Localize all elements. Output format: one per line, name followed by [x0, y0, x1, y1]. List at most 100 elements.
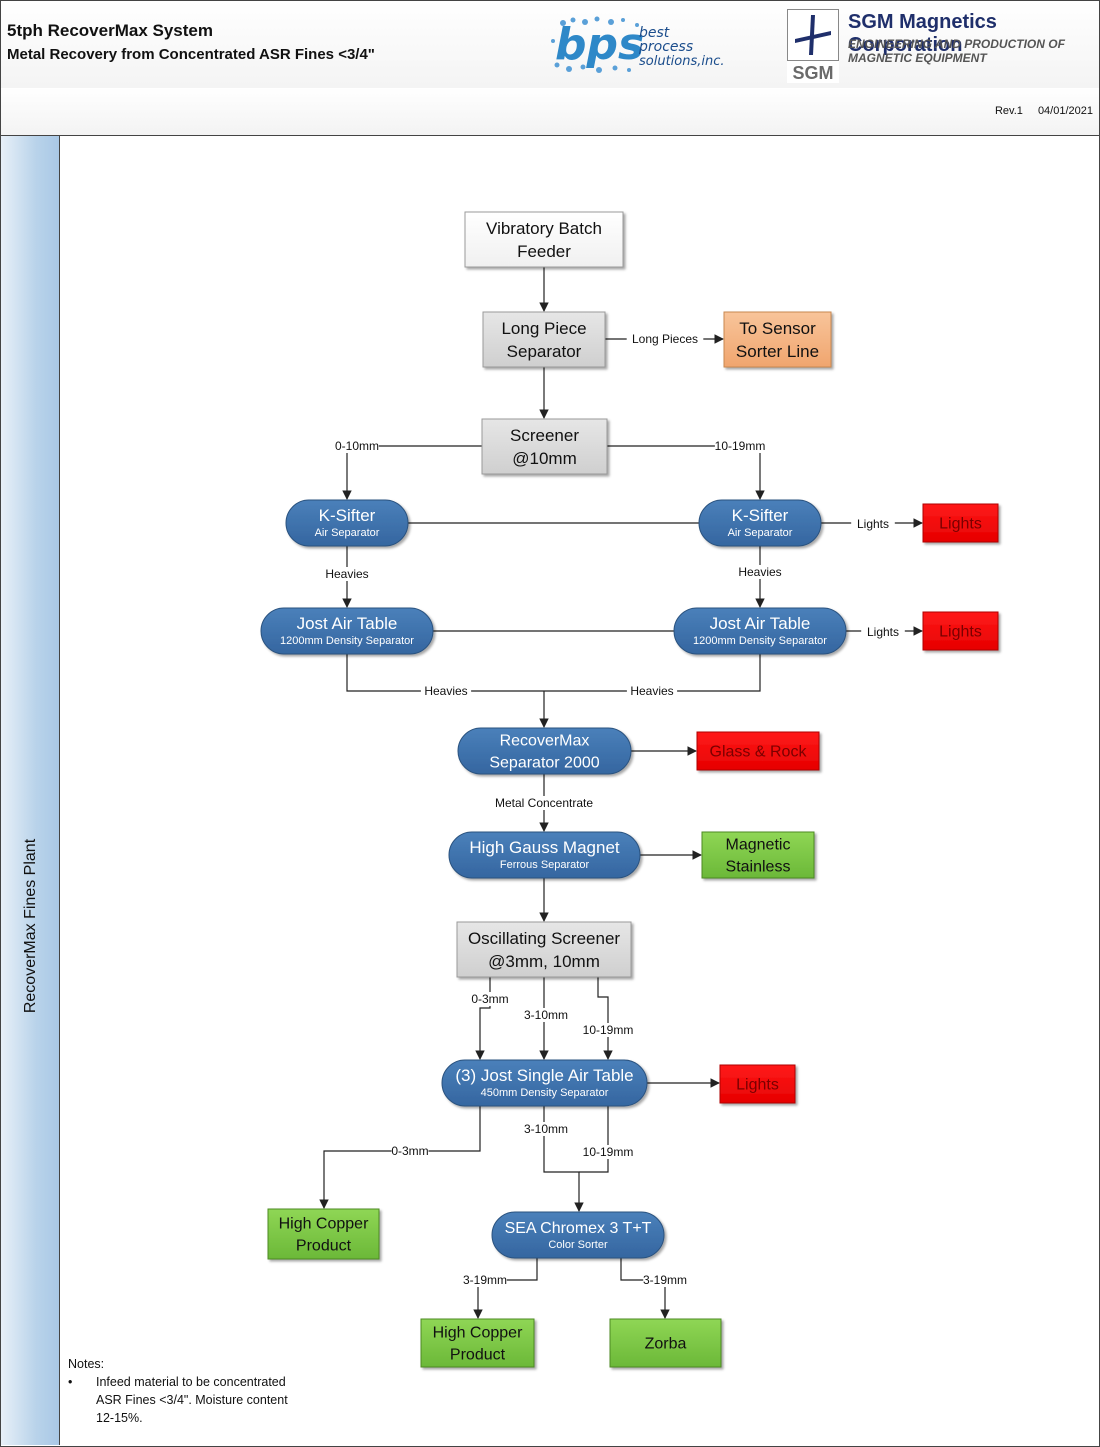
- revision-band: Rev.1 04/01/2021: [1, 88, 1099, 136]
- node-shape: [922, 503, 999, 543]
- node-jost-right: Jost Air Table 1200mm Density Separator: [673, 607, 847, 655]
- sgm-logo: SGM: [787, 9, 839, 83]
- sgm-tagline-1: ENGINEERING AND PRODUCTION OF: [848, 37, 1065, 51]
- node-shape: [723, 311, 832, 368]
- node-shape: [464, 211, 624, 268]
- flow-connector: [607, 445, 765, 500]
- node-label-line: Oscillating Screener: [468, 929, 620, 948]
- node-label-line: Feeder: [517, 242, 571, 261]
- node-glass-rock: Glass & Rock: [696, 731, 820, 771]
- edge-label-bg: [626, 684, 678, 698]
- diagram-title: 5tph RecoverMax System: [7, 21, 213, 40]
- node-shape: [922, 611, 999, 651]
- flow-connector: [473, 1258, 538, 1319]
- flow-connector: [342, 445, 482, 500]
- node-subtitle: 1200mm Density Separator: [280, 635, 414, 647]
- edge-label-bg: [321, 567, 373, 581]
- edge-label-text: 0-3mm: [471, 992, 508, 1006]
- edge-label-heavies-r1: Heavies: [734, 565, 786, 579]
- edge-label-text: 3-10mm: [524, 1122, 568, 1136]
- edge-label-s-10-19: 10-19mm: [714, 439, 766, 453]
- edge-label-lights-j: Lights: [861, 625, 905, 639]
- edge-label-text: Heavies: [738, 565, 781, 579]
- notes: Notes: Infeed material to be concentrate…: [68, 1355, 306, 1427]
- node-label-line: Sorter Line: [736, 342, 819, 361]
- node-label-line: Vibratory Batch: [486, 219, 602, 238]
- edge-label-text: Long Pieces: [632, 332, 698, 346]
- edge-label-text: 0-3mm: [391, 1144, 428, 1158]
- edge-label-text: Heavies: [630, 684, 673, 698]
- sgm-logo-text: SGM: [792, 63, 833, 83]
- node-shape: [285, 499, 409, 547]
- edge-label-bg: [626, 332, 704, 346]
- node-label-line: Screener: [510, 426, 579, 445]
- bps-logo-line-3: solutions,inc.: [639, 54, 725, 69]
- node-shape: [719, 1064, 796, 1104]
- header: 5tph RecoverMax System Metal Recovery fr…: [1, 1, 1099, 89]
- edge-label-s-0-10: 0-10mm: [335, 439, 379, 453]
- edge-label-bg: [582, 1145, 634, 1159]
- bps-logo: bps best process solutions,inc.: [551, 16, 725, 73]
- edge-label-heavies-l2: Heavies: [420, 684, 472, 698]
- node-subtitle: Air Separator: [728, 527, 793, 539]
- node-shape: [696, 731, 820, 771]
- flow-connector: [543, 1106, 584, 1212]
- edge-label-c-3-19-l: 3-19mm: [463, 1273, 507, 1287]
- node-label-line: RecoverMax: [500, 733, 590, 750]
- node-title: High Gauss Magnet: [469, 838, 620, 857]
- node-subtitle: Air Separator: [315, 527, 380, 539]
- node-shape: [456, 921, 632, 978]
- node-label-line: Magnetic: [726, 837, 791, 854]
- edge-label-bg: [734, 565, 786, 579]
- edge-label-text: Metal Concentrate: [495, 796, 593, 810]
- node-label-line: High Copper: [279, 1216, 370, 1233]
- edge-label-bg: [714, 439, 766, 453]
- node-shape: [482, 311, 606, 368]
- edge-label-text: 10-19mm: [583, 1145, 634, 1159]
- edge-label-bg: [643, 1273, 687, 1287]
- edge-label-bg: [391, 1144, 429, 1158]
- revision-date: 04/01/2021: [1037, 105, 1093, 117]
- edge-label-text: Lights: [867, 625, 899, 639]
- edge-label-j-0-3: 0-3mm: [391, 1144, 429, 1158]
- node-screener: Screener@10mm: [481, 418, 608, 475]
- node-label-line: Product: [296, 1238, 352, 1255]
- flow-connector: [346, 654, 761, 692]
- node-lights-2: Lights: [922, 611, 999, 651]
- revision-info: Rev.1 04/01/2021: [983, 105, 1093, 117]
- edge-label-bg: [524, 1122, 568, 1136]
- node-shape: [609, 1318, 722, 1368]
- side-panel: RecoverMax Fines Plant: [1, 136, 60, 1445]
- edge-label-text: 10-19mm: [583, 1023, 634, 1037]
- edge-label-o-3-10: 3-10mm: [524, 1008, 568, 1022]
- node-title: Jost Air Table: [710, 614, 811, 633]
- node-label-line: To Sensor: [739, 319, 816, 338]
- node-label-line: Lights: [939, 624, 982, 641]
- edge-label-o-0-3: 0-3mm: [471, 992, 509, 1006]
- edge-label-bg: [335, 439, 379, 453]
- edge-label-bg: [420, 684, 472, 698]
- edge-label-long-pieces: Long Pieces: [626, 332, 704, 346]
- node-subtitle: 1200mm Density Separator: [693, 635, 827, 647]
- node-shape: [448, 831, 641, 879]
- node-shape: [701, 831, 815, 879]
- edge-label-text: Heavies: [325, 567, 368, 581]
- node-label-line: Zorba: [645, 1336, 687, 1353]
- edge-label-text: Lights: [857, 517, 889, 531]
- edge-label-c-3-19-r: 3-19mm: [643, 1273, 687, 1287]
- node-shape: [260, 607, 434, 655]
- edge-label-bg: [471, 992, 509, 1006]
- node-label-line: Separator 2000: [489, 755, 599, 772]
- edge-label-j-3-10: 3-10mm: [524, 1122, 568, 1136]
- note-item: Infeed material to be concentrated ASR F…: [68, 1373, 306, 1427]
- node-zorba: Zorba: [609, 1318, 722, 1368]
